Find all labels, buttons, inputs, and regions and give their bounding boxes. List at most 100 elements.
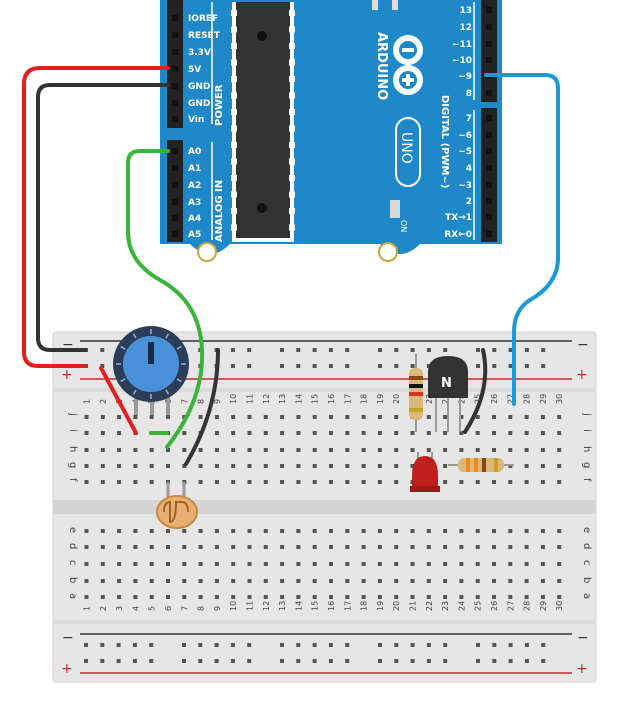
column-number: 21 bbox=[409, 601, 418, 611]
wire-pot-5v-red[interactable] bbox=[99, 366, 138, 435]
rail-plus-bottom-right: + bbox=[576, 661, 588, 677]
power-pin-label-33v: 3.3V bbox=[188, 48, 211, 58]
row-letter: a bbox=[581, 593, 592, 599]
row-letter: b bbox=[581, 577, 592, 583]
column-number: 25 bbox=[474, 601, 483, 611]
rail-minus-bottom-right: − bbox=[577, 630, 589, 646]
column-number: 20 bbox=[392, 601, 401, 611]
analog-header-title: ANALOG IN bbox=[214, 180, 225, 242]
mounting-hole-left bbox=[197, 242, 217, 262]
center-channel bbox=[53, 500, 596, 514]
row-letter: f bbox=[67, 478, 78, 482]
column-number: 2 bbox=[99, 399, 108, 404]
rail-plus-top-left: + bbox=[61, 367, 73, 383]
column-number: 20 bbox=[392, 394, 401, 404]
row-letter: g bbox=[67, 462, 78, 468]
photoresistor[interactable] bbox=[156, 482, 198, 529]
column-number: 1 bbox=[83, 399, 92, 404]
column-number: 1 bbox=[83, 606, 92, 611]
power-pin-label-gnd: GND bbox=[188, 82, 210, 92]
column-number: 25 bbox=[474, 394, 483, 404]
arduino-logo bbox=[393, 35, 423, 95]
digital-pin-label-8: 8 bbox=[466, 89, 472, 99]
atmega-chip bbox=[236, 2, 290, 238]
column-number: 24 bbox=[457, 394, 466, 404]
row-letter: j bbox=[581, 412, 592, 416]
model-label: UNO bbox=[398, 132, 414, 164]
row-letter: c bbox=[581, 560, 592, 566]
column-number: 29 bbox=[539, 601, 548, 611]
on-label: ON bbox=[399, 220, 408, 232]
column-number: 24 bbox=[457, 601, 466, 611]
led-body bbox=[412, 456, 438, 492]
column-number: 23 bbox=[441, 601, 450, 611]
row-letter: g bbox=[581, 462, 592, 468]
row-letter: i bbox=[581, 429, 592, 432]
column-number: 22 bbox=[425, 601, 434, 611]
potentiometer[interactable] bbox=[113, 326, 189, 415]
rail-minus-top-right: − bbox=[577, 337, 589, 353]
rail-minus-top-left: − bbox=[62, 337, 74, 353]
power-pin-label-5v: 5V bbox=[188, 65, 201, 75]
wire-a0-green[interactable] bbox=[126, 149, 205, 449]
analog-pin-label-a1: A1 bbox=[188, 164, 201, 174]
column-number: 19 bbox=[376, 394, 385, 404]
digital-pin-label-13: 13 bbox=[459, 6, 472, 16]
column-number: 8 bbox=[197, 606, 206, 611]
column-number: 5 bbox=[148, 606, 157, 611]
digital-pin-label-9: ~9 bbox=[458, 72, 472, 82]
row-letter: f bbox=[581, 478, 592, 482]
row-letter: e bbox=[67, 527, 78, 533]
rail-plus-bottom-left: + bbox=[61, 661, 73, 677]
column-number: 15 bbox=[311, 601, 320, 611]
power-header-title: POWER bbox=[214, 84, 225, 126]
resistor-led[interactable] bbox=[448, 458, 514, 472]
analog-pin-label-a4: A4 bbox=[188, 214, 201, 224]
rail-plus-top-right: + bbox=[576, 367, 588, 383]
power-pin-label-vin: Vin bbox=[188, 115, 204, 125]
row-letter: d bbox=[67, 543, 78, 549]
row-letter: a bbox=[67, 593, 78, 599]
digital-pin-label-4: 4 bbox=[466, 164, 472, 174]
wire-5v-red[interactable] bbox=[22, 66, 170, 368]
wire-d9-blue[interactable] bbox=[484, 73, 560, 406]
wire-emitter-gnd-black[interactable] bbox=[463, 348, 488, 434]
wires[interactable] bbox=[22, 66, 560, 466]
column-number: 16 bbox=[327, 601, 336, 611]
column-number: 7 bbox=[180, 399, 189, 404]
arduino-board[interactable]: ON ARDUINO UNO POWER ANALOG IN DIGITAL (… bbox=[160, 0, 502, 262]
column-number: 7 bbox=[180, 606, 189, 611]
potentiometer-indicator bbox=[148, 342, 154, 364]
column-number: 10 bbox=[229, 601, 238, 611]
digital-pin-label-12: 12 bbox=[459, 23, 472, 33]
column-number: 17 bbox=[343, 394, 352, 404]
on-led bbox=[390, 200, 400, 218]
power-header bbox=[167, 0, 183, 128]
column-number: 30 bbox=[555, 394, 564, 404]
digital-pin-label-3: ~3 bbox=[458, 181, 472, 191]
row-letter: i bbox=[67, 429, 78, 432]
column-number: 19 bbox=[376, 601, 385, 611]
column-number: 18 bbox=[360, 601, 369, 611]
column-number: 3 bbox=[115, 606, 124, 611]
led-red[interactable] bbox=[410, 452, 440, 492]
resistor-base[interactable] bbox=[409, 354, 423, 432]
column-number: 30 bbox=[555, 601, 564, 611]
digital-pin-label-2: 2 bbox=[466, 197, 472, 207]
wire-gnd-black[interactable] bbox=[36, 83, 170, 352]
wire-pot-gnd-black[interactable] bbox=[184, 348, 220, 466]
column-number: 16 bbox=[327, 394, 336, 404]
digital-pin-label-7: 7 bbox=[466, 114, 472, 124]
column-number: 2 bbox=[99, 606, 108, 611]
analog-header bbox=[167, 140, 183, 242]
row-letter: b bbox=[67, 577, 78, 583]
uno-badge bbox=[395, 117, 421, 187]
column-number: 13 bbox=[278, 601, 287, 611]
photoresistor-trace bbox=[163, 500, 189, 524]
column-number: 27 bbox=[506, 601, 515, 611]
npn-transistor[interactable]: N bbox=[428, 356, 468, 432]
row-letter: d bbox=[581, 543, 592, 549]
column-number: 26 bbox=[490, 601, 499, 611]
transistor-body bbox=[428, 356, 468, 398]
